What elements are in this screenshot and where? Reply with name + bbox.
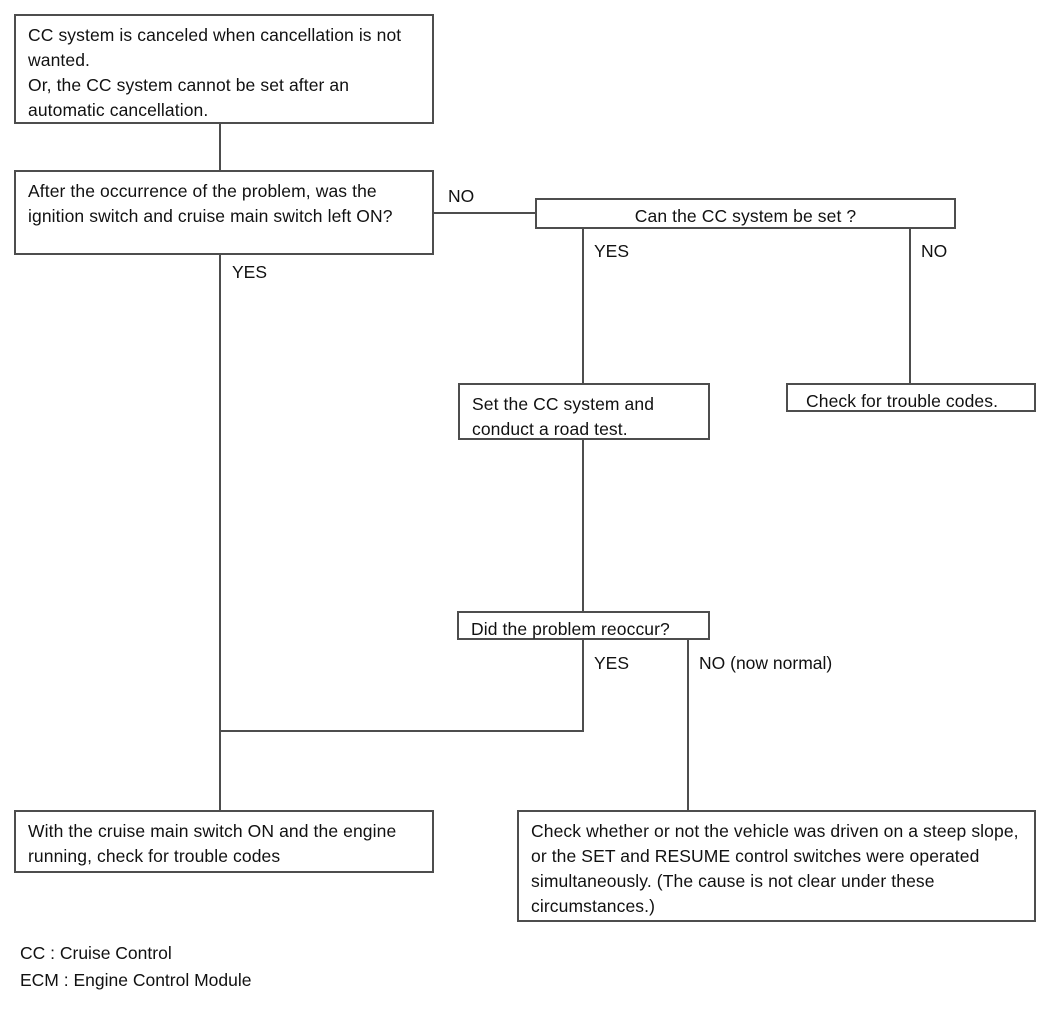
branch-label-reoccur-yes: YES <box>594 653 630 673</box>
branch-label-reoccur-no: NO (now normal) <box>699 653 833 673</box>
connector-reoccur-no-down <box>687 640 689 811</box>
connector-ignition-yes-down <box>219 255 221 811</box>
node-symptom: CC system is canceled when cancellation … <box>14 14 434 124</box>
connector-symptom-to-ignition <box>219 123 221 171</box>
branch-label-can-set-no: NO <box>921 241 948 261</box>
connector-can-set-yes-down <box>582 228 584 384</box>
node-action-check-codes: Check for trouble codes. <box>786 383 1036 412</box>
connector-reoccur-yes-left <box>219 730 584 732</box>
connector-ignition-no-to-can-set <box>434 212 536 214</box>
branch-label-can-set-yes: YES <box>594 241 630 261</box>
node-action-main-switch-codes: With the cruise main switch ON and the e… <box>14 810 434 873</box>
connector-can-set-no-down <box>909 228 911 384</box>
legend: CC : Cruise Control ECM : Engine Control… <box>20 940 252 994</box>
node-action-steep-slope: Check whether or not the vehicle was dri… <box>517 810 1036 922</box>
node-question-can-set: Can the CC system be set ? <box>535 198 956 229</box>
branch-label-ignition-yes: YES <box>232 262 268 282</box>
connector-road-test-to-reoccur <box>582 440 584 612</box>
node-question-ignition: After the occurrence of the problem, was… <box>14 170 434 255</box>
node-action-set-road-test: Set the CC system and conduct a road tes… <box>458 383 710 440</box>
node-question-reoccur: Did the problem reoccur? <box>457 611 710 640</box>
legend-item-cc: CC : Cruise Control <box>20 943 172 963</box>
connector-reoccur-yes-down <box>582 640 584 732</box>
legend-item-ecm: ECM : Engine Control Module <box>20 970 252 990</box>
branch-label-ignition-no: NO <box>448 186 475 206</box>
